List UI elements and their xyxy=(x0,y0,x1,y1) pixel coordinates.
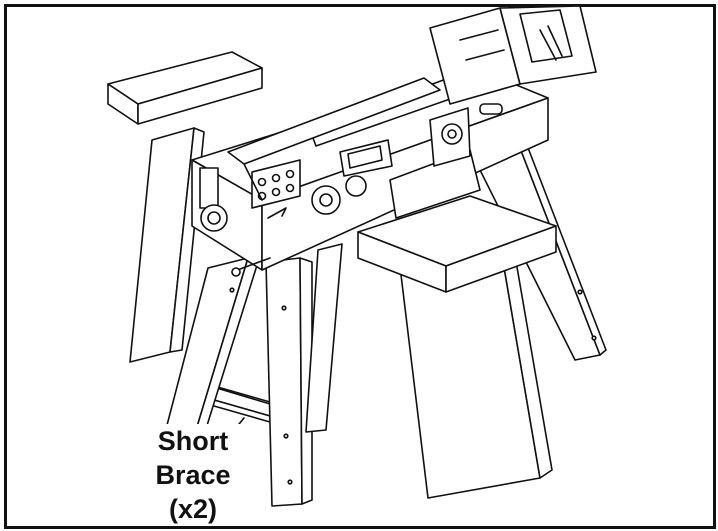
control-panel xyxy=(251,159,301,219)
short-brace-callout: Short Brace (x2) xyxy=(118,424,268,526)
saw-arm xyxy=(227,77,441,201)
front-center-leg xyxy=(265,257,313,507)
inner-leg xyxy=(305,243,343,433)
motor-assembly xyxy=(429,5,597,105)
left-tabletop xyxy=(107,51,263,125)
right-tabletop xyxy=(357,195,557,293)
callout-part-name: Short Brace xyxy=(155,426,231,490)
figure-border xyxy=(4,4,716,529)
callout-quantity: (x2) xyxy=(168,494,217,524)
handwheels xyxy=(200,175,367,277)
